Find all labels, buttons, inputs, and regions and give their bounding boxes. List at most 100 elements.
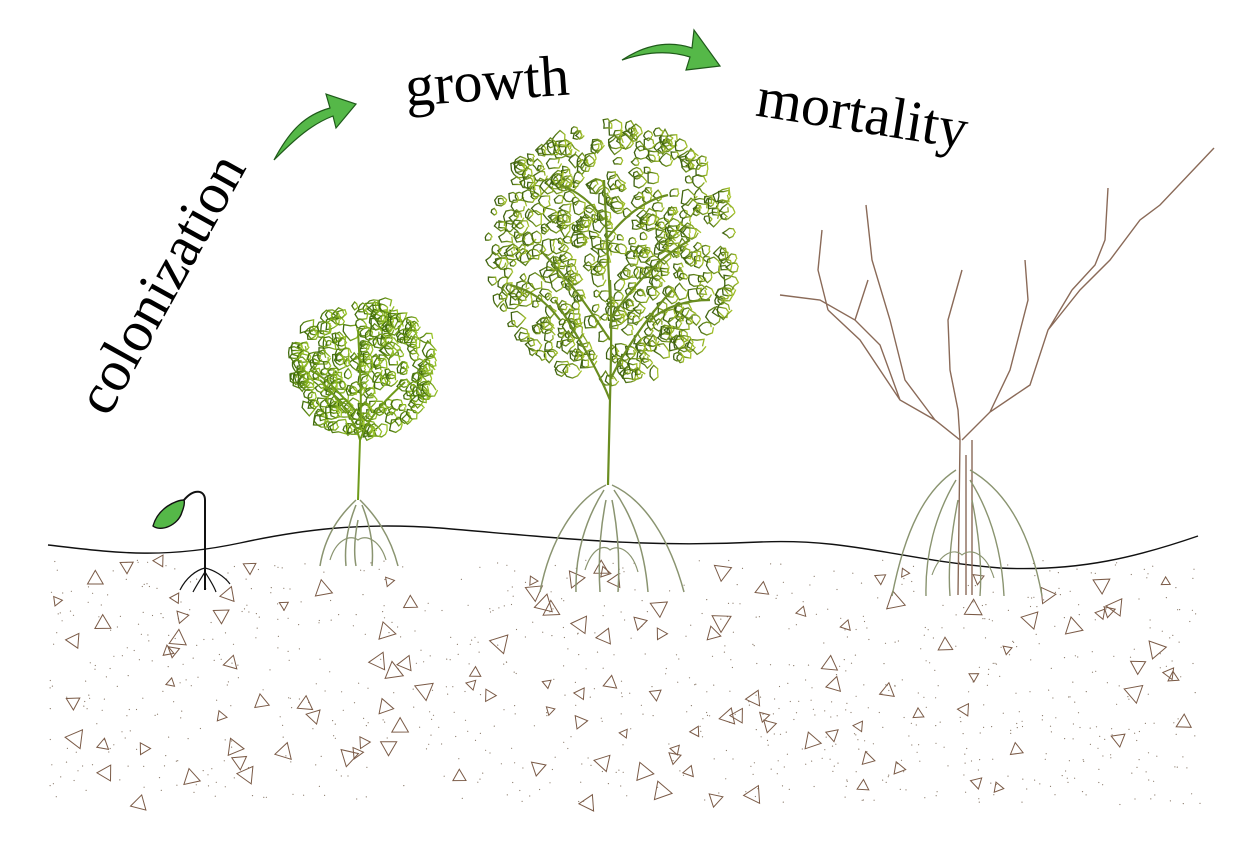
soil-dot xyxy=(777,760,779,762)
soil-pebble xyxy=(593,559,610,574)
soil-pebble xyxy=(162,644,175,656)
soil-pebble xyxy=(969,777,983,790)
soil-dot xyxy=(384,578,386,581)
leaf-cluster xyxy=(606,196,625,213)
soil-dot xyxy=(1144,722,1146,725)
soil-dot xyxy=(773,733,775,735)
leaf-cluster xyxy=(390,398,404,412)
soil-dot xyxy=(915,724,917,726)
leaf-cluster xyxy=(628,236,637,245)
leaf-cluster xyxy=(362,351,374,365)
leaf-cluster xyxy=(564,329,573,340)
soil-dot xyxy=(158,777,161,779)
soil-dot xyxy=(983,726,985,729)
soil-dot xyxy=(1199,802,1201,805)
soil-dot xyxy=(1116,703,1118,705)
soil-dot xyxy=(620,611,622,613)
soil-dot xyxy=(905,789,907,791)
soil-dot xyxy=(49,687,51,689)
soil-dot xyxy=(378,568,380,570)
soil-dot xyxy=(570,736,572,738)
leaf-cluster xyxy=(633,266,644,280)
leaf-cluster xyxy=(680,188,698,207)
soil-dot xyxy=(755,729,757,731)
soil-dot xyxy=(233,777,235,779)
soil-dot xyxy=(665,673,667,675)
soil-dot xyxy=(882,779,884,781)
soil-dot xyxy=(419,726,421,728)
leaf-cluster xyxy=(668,334,686,352)
soil-dot xyxy=(88,694,90,696)
leaf-cluster xyxy=(548,272,566,293)
leaf-cluster xyxy=(491,243,502,256)
soil-pebble xyxy=(168,592,180,605)
soil-pebble xyxy=(1123,684,1144,705)
leaf-cluster xyxy=(421,339,438,360)
soil-pebble xyxy=(222,654,238,670)
soil-dot xyxy=(769,664,772,666)
leaf-cluster xyxy=(632,314,643,326)
soil-dot xyxy=(1193,568,1195,570)
soil-dot xyxy=(140,633,142,635)
leaf-cluster xyxy=(646,320,657,332)
leaf-cluster xyxy=(664,286,674,296)
soil-dot xyxy=(706,599,708,601)
soil-dot xyxy=(279,716,281,718)
leaf-cluster xyxy=(513,231,522,240)
soil-dot xyxy=(60,776,62,778)
leaf-cluster xyxy=(679,247,692,260)
leaf-cluster xyxy=(312,369,322,380)
soil-dot xyxy=(1194,692,1196,694)
soil-dot xyxy=(1007,609,1010,612)
soil-dot xyxy=(75,751,77,753)
leaf-cluster xyxy=(656,331,674,343)
soil-dot xyxy=(546,712,548,714)
soil-dot xyxy=(163,765,166,767)
soil-dot xyxy=(704,799,706,801)
leaf-cluster xyxy=(317,335,328,348)
soil-pebble xyxy=(296,694,314,711)
soil-dot xyxy=(1041,715,1044,717)
soil-pebble xyxy=(218,585,235,603)
soil-dot xyxy=(471,639,473,641)
leaf-cluster xyxy=(529,184,542,198)
soil-dot xyxy=(748,704,751,706)
soil-dot xyxy=(668,743,670,745)
leaf-cluster xyxy=(605,196,614,206)
soil-pebble xyxy=(390,716,410,733)
soil-dot xyxy=(89,697,91,699)
leaf-cluster xyxy=(416,372,433,386)
soil-pebble xyxy=(1160,575,1172,586)
soil-dot xyxy=(151,614,154,617)
leaf-cluster xyxy=(590,139,606,152)
soil-dot xyxy=(589,696,591,698)
soil-dot xyxy=(109,747,111,750)
leaf-cluster xyxy=(366,422,383,438)
soil-dot xyxy=(549,782,551,784)
soil-dot xyxy=(420,649,422,651)
leaf-cluster xyxy=(675,314,693,331)
soil-pebble xyxy=(254,692,271,709)
leaf-cluster xyxy=(329,404,343,419)
leaf-cluster xyxy=(627,309,645,324)
soil-dot xyxy=(241,610,243,613)
leaf-cluster xyxy=(542,206,560,224)
leaf-cluster xyxy=(504,292,523,310)
soil-dot xyxy=(283,587,285,589)
soil-dot xyxy=(334,723,336,725)
soil-dot xyxy=(477,641,479,643)
soil-dot xyxy=(415,662,417,664)
soil-pebble xyxy=(804,731,823,750)
soil-dot xyxy=(553,678,555,680)
soil-dot xyxy=(770,563,772,565)
soil-dot xyxy=(479,778,481,780)
soil-dot xyxy=(1021,725,1024,728)
soil-dot xyxy=(263,796,265,799)
soil-pebble xyxy=(119,561,135,575)
soil-dot xyxy=(196,644,198,647)
leaf-cluster xyxy=(659,267,671,276)
leaf-cluster xyxy=(553,144,572,159)
leaf-cluster xyxy=(526,157,535,166)
soil-dot xyxy=(894,684,896,687)
leaf-cluster xyxy=(296,341,309,352)
